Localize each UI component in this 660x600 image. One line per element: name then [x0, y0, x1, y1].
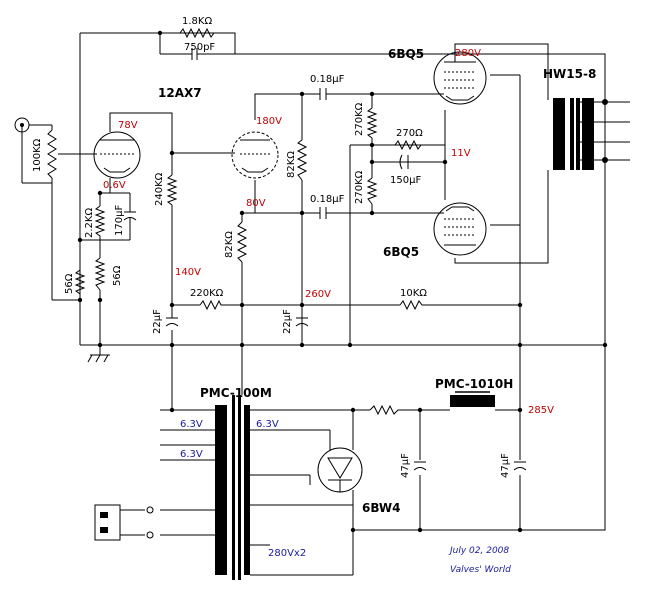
- tube-6bq5-bottom: [430, 202, 487, 256]
- tube-12ax7: [93, 131, 141, 179]
- credit-site: Valves' World: [450, 565, 511, 575]
- resistor-2k2: [94, 205, 106, 240]
- label-tube-12ax7: 12AX7: [158, 86, 202, 100]
- resistor-56a: [74, 269, 86, 300]
- label-tube-6bq5-bottom: 6BQ5: [383, 245, 419, 259]
- label-tube-6bq5-top: 6BQ5: [388, 47, 424, 61]
- resistor-240k: [166, 174, 178, 206]
- resistor-82k-a: [296, 139, 308, 181]
- capacitors: [123, 48, 527, 471]
- resistor-volume: [47, 129, 57, 179]
- credit-date: July 02, 2008: [448, 546, 509, 556]
- voltage-0-6v: 0.6V: [103, 180, 126, 191]
- voltage-heater-1: 6.3V: [180, 419, 203, 430]
- label-c-47-b: 47μF: [500, 453, 511, 478]
- tube-12ax7-b: [231, 131, 279, 179]
- voltage-285v: 285V: [528, 405, 554, 416]
- label-r-240k: 240KΩ: [154, 172, 165, 206]
- voltage-hv-secondary: 280Vx2: [268, 548, 306, 559]
- label-tube-6bw4: 6BW4: [362, 501, 400, 515]
- resistor-82k-b: [236, 221, 248, 263]
- label-power-transformer: PMC-100M: [200, 386, 272, 400]
- voltage-180v: 180V: [256, 116, 282, 127]
- voltage-heater-2: 6.3V: [256, 419, 279, 430]
- voltage-280v: 280V: [455, 48, 481, 59]
- label-output-transformer: HW15-8: [543, 67, 596, 81]
- label-c-coupling-top: 0.18μF: [310, 74, 345, 85]
- tube-6bw4: [317, 447, 363, 493]
- resistor-270ohm: [394, 139, 430, 151]
- tube-6bq5-top: [430, 51, 487, 105]
- labels: 1.8KΩ 750pF 12AX7 6BQ5 6BQ5 HW15-8 PMC-1…: [32, 16, 596, 575]
- voltage-140v: 140V: [175, 267, 201, 278]
- label-c-22-a: 22μF: [152, 309, 163, 334]
- label-r-82k-b: 82KΩ: [224, 231, 235, 258]
- resistor-56b: [94, 257, 106, 291]
- junction-dots: [77, 30, 608, 533]
- voltage-11v: 11V: [451, 148, 471, 159]
- voltage-80v: 80V: [246, 198, 266, 209]
- input-jack-icon: [14, 117, 30, 133]
- label-r-270ohm: 270Ω: [396, 128, 423, 139]
- resistor-270k-b: [366, 177, 378, 205]
- label-c-47-a: 47μF: [400, 453, 411, 478]
- choke: [450, 391, 495, 407]
- label-r-10k: 10KΩ: [400, 288, 427, 299]
- label-c-150uf: 150μF: [390, 175, 421, 186]
- power-transformer: [215, 395, 250, 580]
- resistors: [47, 27, 445, 416]
- label-choke: PMC-1010H: [435, 377, 513, 391]
- resistor-270k-a: [366, 107, 378, 139]
- label-r-220k: 220KΩ: [190, 288, 224, 299]
- wiring: [21, 32, 630, 576]
- label-r-270k-a: 270KΩ: [354, 102, 365, 136]
- ground-icon: [87, 354, 110, 363]
- label-c-coupling-bottom: 0.18μF: [310, 194, 345, 205]
- output-transformer: [553, 98, 594, 170]
- voltage-78v: 78V: [118, 120, 138, 131]
- voltage-260v: 260V: [305, 289, 331, 300]
- voltage-heater-3: 6.3V: [180, 449, 203, 460]
- label-r-feedback: 1.8KΩ: [182, 16, 212, 27]
- resistor-10k: [399, 299, 424, 311]
- resistor-ps: [369, 404, 400, 416]
- label-c-170uf: 170μF: [114, 205, 125, 236]
- resistor-220k: [199, 299, 224, 311]
- resistor-feedback: [179, 27, 235, 39]
- label-c-22-b: 22μF: [282, 309, 293, 334]
- label-r-2k2: 2.2KΩ: [84, 208, 95, 238]
- label-r-56b: 56Ω: [112, 265, 123, 286]
- label-c-feedback: 750pF: [184, 42, 215, 53]
- label-r-270k-b: 270KΩ: [354, 170, 365, 204]
- label-r-82k-a: 82KΩ: [286, 151, 297, 178]
- label-r-volume: 100KΩ: [32, 138, 43, 172]
- mains-plug-icon: [94, 504, 154, 541]
- label-r-56a: 56Ω: [64, 273, 75, 294]
